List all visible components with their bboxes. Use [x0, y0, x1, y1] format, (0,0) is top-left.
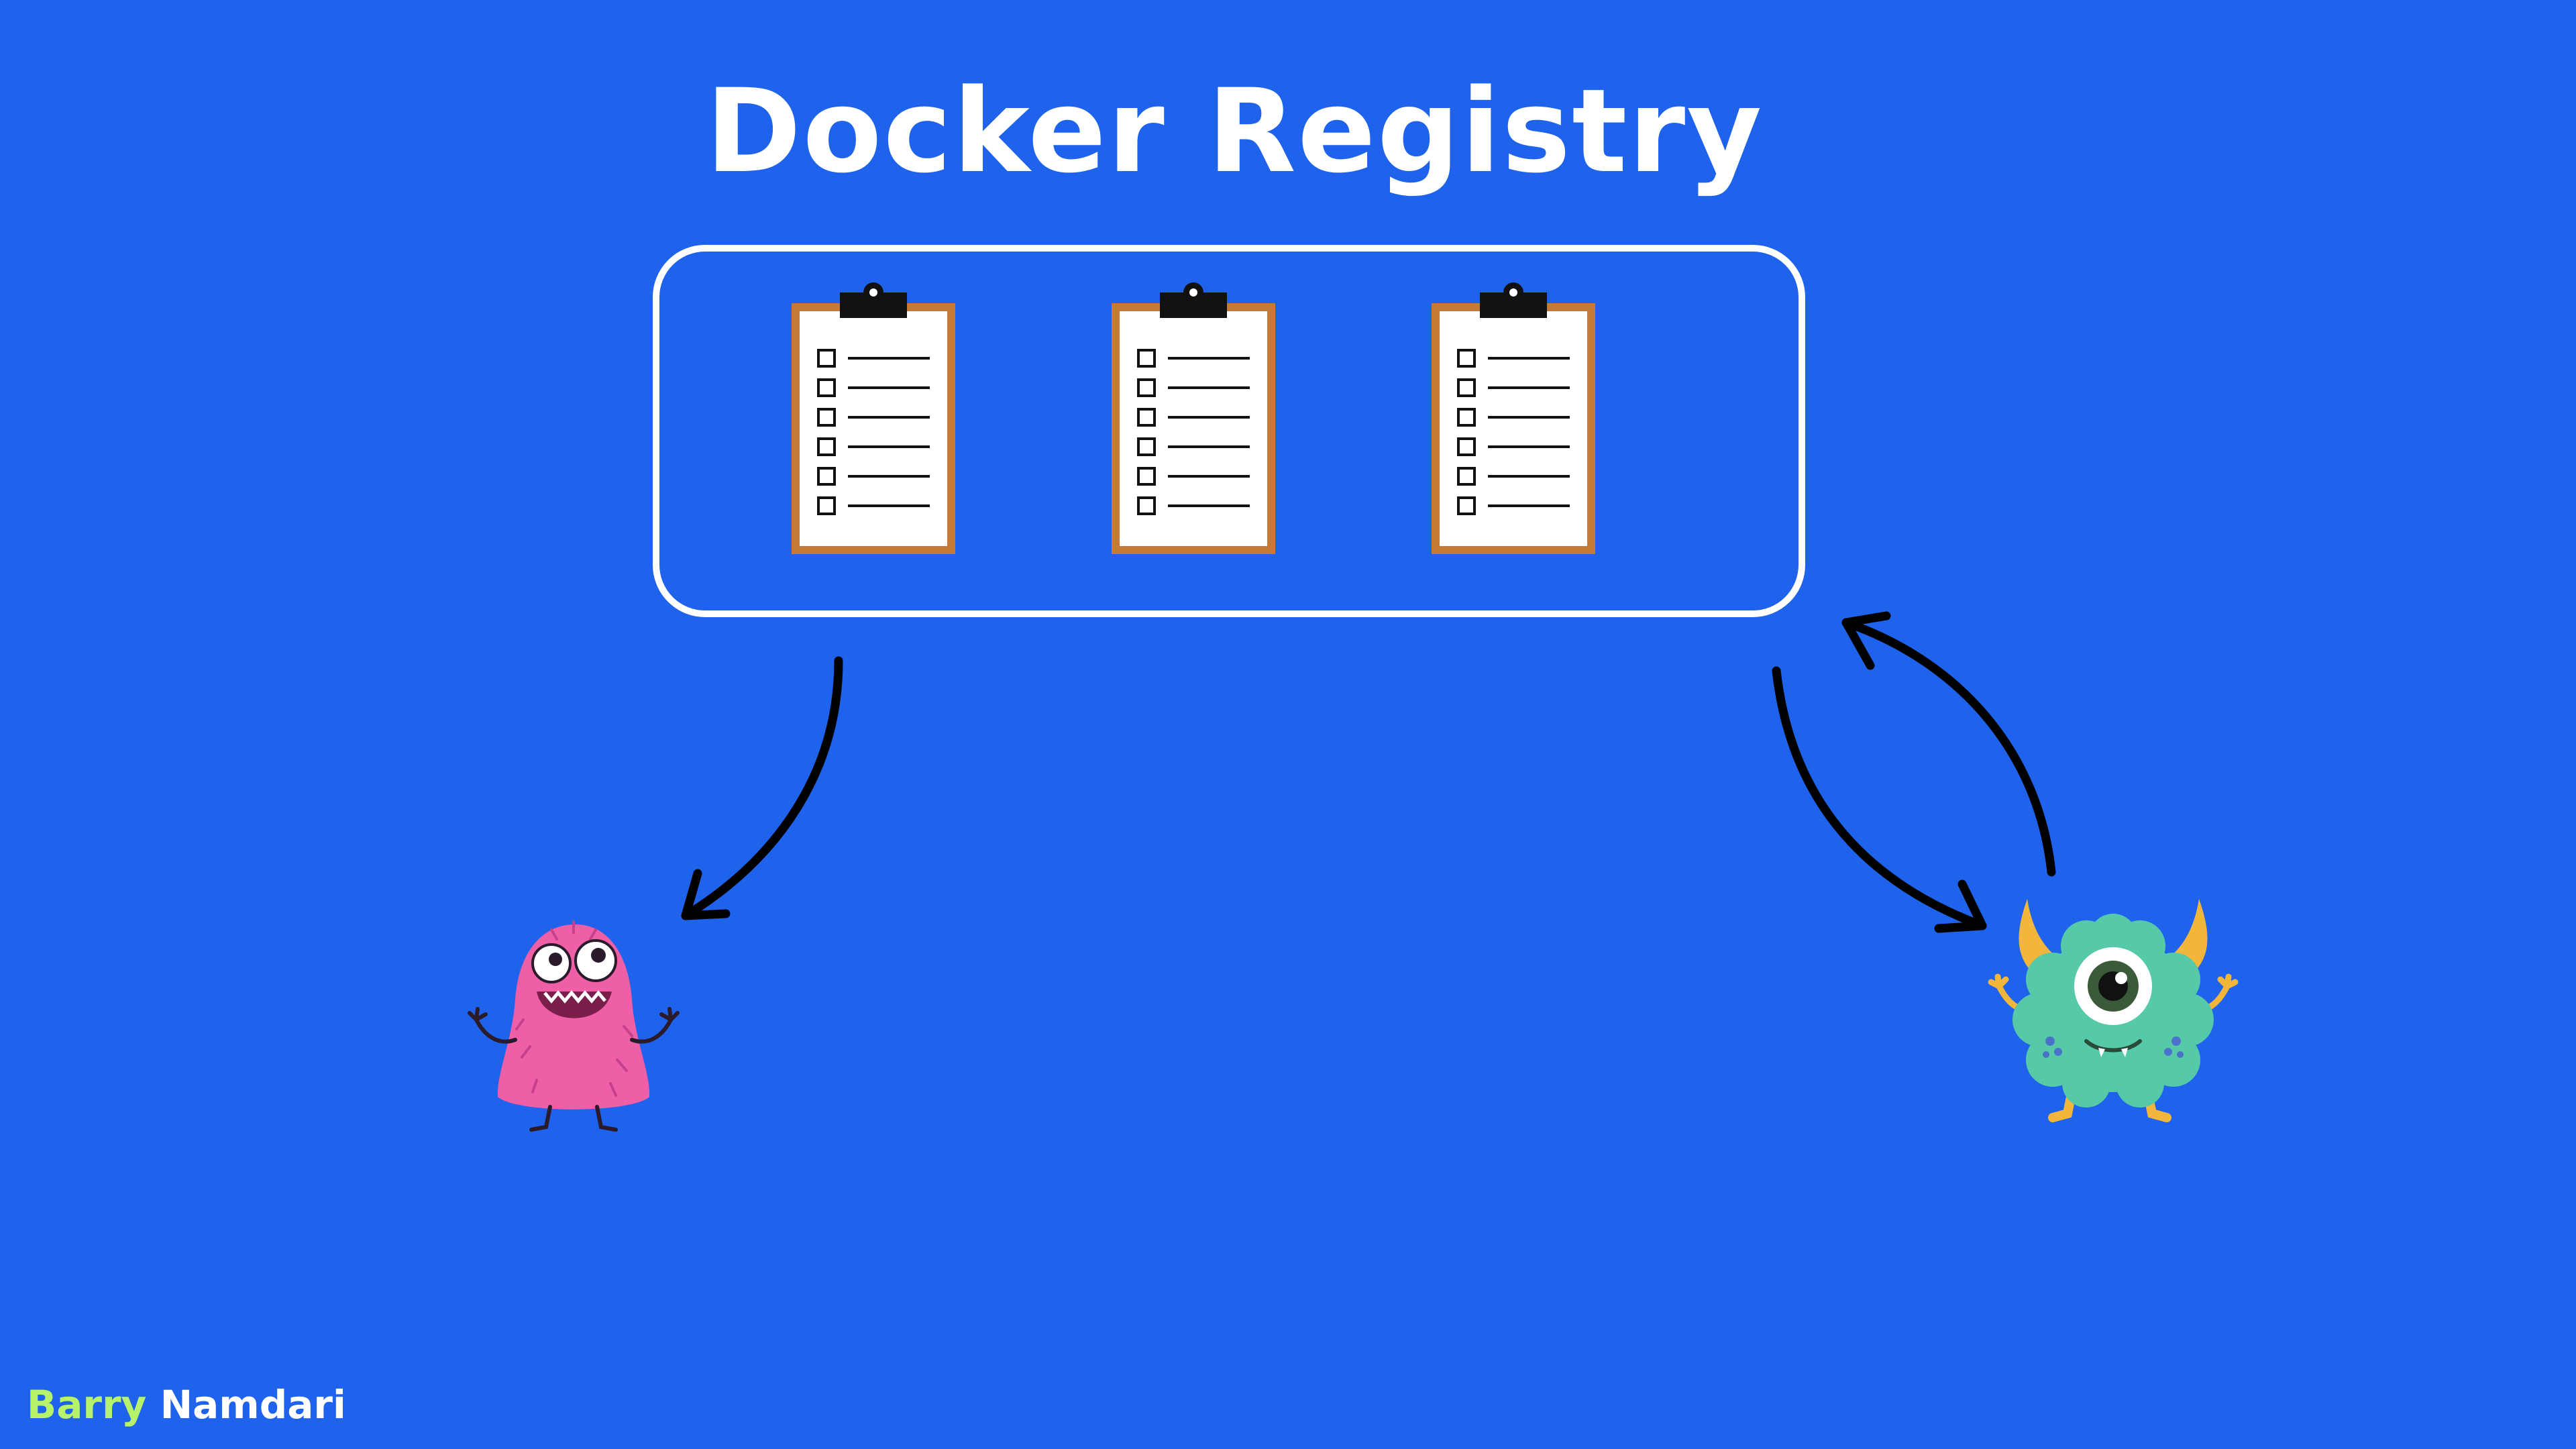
clipboard-icon	[1432, 282, 1595, 554]
pull-arrow-left-head	[681, 869, 731, 920]
registry-box	[653, 245, 1805, 617]
pull-arrow-right	[1772, 666, 1987, 930]
author-credit: Barry Namdari	[27, 1382, 346, 1428]
clipboard-icon	[792, 282, 955, 554]
pull-arrow-right-head	[1934, 879, 1987, 933]
diagram-title: Docker Registry	[705, 64, 1764, 199]
green-monster-icon	[1988, 899, 2239, 1122]
push-arrow	[1841, 618, 2056, 877]
pink-monster-icon	[468, 920, 680, 1132]
clipboard-icon	[1112, 282, 1275, 554]
push-arrow-head	[1841, 611, 1891, 670]
pull-arrow-left	[681, 656, 843, 920]
author-first-name: Barry	[27, 1382, 147, 1428]
author-last-name: Namdari	[160, 1382, 346, 1428]
